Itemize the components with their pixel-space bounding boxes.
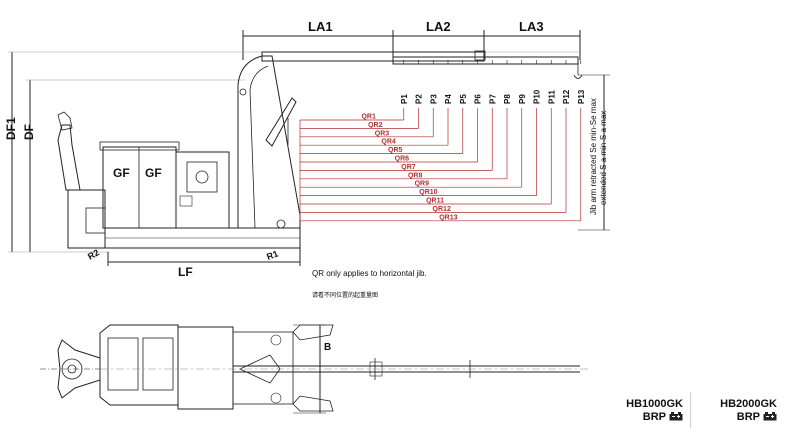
load-label: QR10: [419, 189, 437, 196]
position-label: P2: [415, 94, 424, 104]
label-lf: LF: [178, 265, 193, 279]
position-label: P13: [577, 89, 586, 104]
position-label: P5: [459, 94, 468, 104]
mast: [237, 55, 301, 229]
load-label: QR4: [381, 139, 396, 146]
tiller-handle: [57, 124, 81, 191]
position-label: P12: [562, 89, 571, 104]
load-label: QR8: [408, 172, 423, 179]
label-la1: LA1: [308, 19, 333, 34]
model-sub: BRP: [736, 411, 760, 423]
load-lines: QR1QR2QR3QR4QR5QR6QR7QR8QR9QR10QR11QR12Q…: [299, 108, 582, 221]
position-label: P6: [474, 94, 483, 104]
load-label: QR12: [433, 206, 451, 213]
label-gf-right: GF: [145, 166, 162, 180]
label-la3: LA3: [519, 19, 544, 34]
hook-icon: [573, 74, 583, 79]
jib-note-retracted: Jib arm retracted Se min-Se max: [589, 98, 598, 215]
load-label: QR2: [368, 122, 383, 129]
position-label: P1: [400, 94, 409, 104]
jib-note-extended: extended S a min-S a max: [599, 111, 608, 205]
side-view: [8, 30, 610, 266]
load-label: QR6: [395, 156, 410, 163]
label-b: B: [324, 342, 331, 353]
note-qr-horizontal: QR only applies to horizontal jib.: [312, 269, 427, 278]
hydraulic-cylinder: [265, 97, 297, 147]
note-chinese: 请看不同位置的起重量图: [312, 291, 378, 299]
control-box: [175, 151, 230, 229]
load-label: QR11: [426, 198, 444, 205]
battery-icon: [669, 412, 683, 421]
la-dimension-lines: [242, 30, 581, 60]
load-label: QR1: [361, 114, 376, 121]
drive-unit: [67, 189, 106, 249]
df-dimension-lines: [8, 51, 580, 253]
model-hb2000gk: HB2000GK BRP: [692, 398, 777, 424]
top-tiller: [57, 339, 101, 399]
top-control-box: [177, 326, 234, 410]
top-view: [40, 324, 590, 414]
position-label: P3: [429, 94, 438, 104]
load-label: QR13: [439, 214, 457, 221]
position-label: P8: [503, 94, 512, 104]
counterweight-block: [102, 146, 177, 229]
label-df1: DF1: [4, 117, 18, 140]
load-label: QR5: [388, 147, 403, 154]
load-label: QR7: [401, 164, 416, 171]
label-r1: R1: [265, 249, 279, 262]
position-label: P10: [533, 89, 542, 104]
model-separator: [690, 392, 691, 428]
label-r2: R2: [86, 247, 101, 261]
position-label: P9: [518, 94, 527, 104]
model-name: HB1000GK: [626, 398, 683, 410]
position-label: P7: [488, 94, 497, 104]
position-markers: P1 P2 P3 P4 P5 P6 P7 P8 P9 P10 P11 P12 P13: [400, 60, 586, 104]
model-hb1000gk: HB1000GK BRP: [598, 398, 683, 424]
label-gf-left: GF: [113, 166, 130, 180]
model-sub: BRP: [642, 411, 666, 423]
label-la2: LA2: [426, 19, 451, 34]
load-label: QR3: [375, 130, 390, 137]
top-body: [99, 324, 179, 406]
label-df: DF: [22, 124, 36, 140]
position-label: P4: [444, 94, 453, 104]
battery-icon: [763, 412, 777, 421]
model-name: HB2000GK: [720, 398, 777, 410]
position-label: P11: [547, 90, 556, 104]
load-label: QR9: [415, 181, 430, 188]
